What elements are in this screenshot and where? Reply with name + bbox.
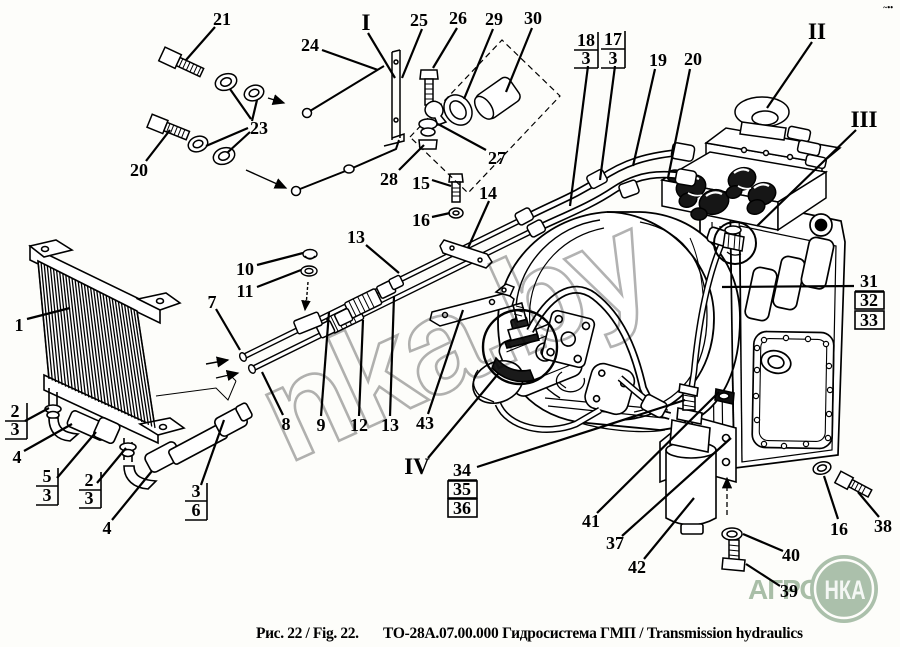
svg-text:32: 32 bbox=[860, 290, 878, 310]
svg-text:2: 2 bbox=[11, 401, 20, 421]
svg-text:9: 9 bbox=[317, 415, 326, 435]
svg-text:29: 29 bbox=[485, 9, 503, 29]
svg-text:16: 16 bbox=[412, 210, 430, 230]
svg-text:31: 31 bbox=[860, 271, 878, 291]
svg-text:17: 17 bbox=[604, 29, 622, 49]
svg-text:35: 35 bbox=[453, 479, 471, 499]
svg-text:39: 39 bbox=[780, 581, 798, 601]
svg-text:23: 23 bbox=[250, 118, 268, 138]
svg-text:20: 20 bbox=[130, 160, 148, 180]
svg-text:5: 5 bbox=[43, 466, 52, 486]
svg-text:26: 26 bbox=[449, 8, 467, 28]
svg-text:3: 3 bbox=[11, 419, 20, 439]
svg-text:42: 42 bbox=[628, 557, 646, 577]
svg-text:13: 13 bbox=[381, 415, 399, 435]
svg-text:4: 4 bbox=[103, 518, 112, 538]
svg-text:12: 12 bbox=[350, 415, 368, 435]
svg-text:30: 30 bbox=[524, 8, 542, 28]
svg-text:37: 37 bbox=[606, 533, 624, 553]
svg-text:24: 24 bbox=[301, 35, 319, 55]
svg-text:14: 14 bbox=[479, 183, 497, 203]
svg-text:III: III bbox=[851, 107, 878, 132]
svg-text:ТО-28А.07.00.000 Гидросистема: ТО-28А.07.00.000 Гидросистема ГМП / Tran… bbox=[383, 625, 803, 642]
svg-text:16: 16 bbox=[830, 519, 848, 539]
svg-text:2: 2 bbox=[85, 470, 94, 490]
svg-text:~••: ~•• bbox=[883, 3, 893, 12]
svg-text:34: 34 bbox=[453, 460, 471, 480]
svg-text:6: 6 bbox=[192, 500, 201, 520]
svg-text:13: 13 bbox=[347, 227, 365, 247]
svg-text:4: 4 bbox=[13, 447, 22, 467]
svg-text:3: 3 bbox=[85, 488, 94, 508]
svg-text:33: 33 bbox=[860, 310, 878, 330]
svg-text:19: 19 bbox=[649, 50, 667, 70]
svg-text:43: 43 bbox=[416, 413, 434, 433]
svg-text:8: 8 bbox=[282, 414, 291, 434]
svg-text:НКА: НКА bbox=[825, 575, 866, 605]
svg-text:IV: IV bbox=[404, 454, 430, 479]
svg-text:40: 40 bbox=[782, 545, 800, 565]
svg-text:11: 11 bbox=[236, 281, 253, 301]
svg-text:7: 7 bbox=[208, 292, 217, 312]
svg-text:3: 3 bbox=[582, 48, 591, 68]
svg-text:38: 38 bbox=[874, 516, 892, 536]
svg-text:3: 3 bbox=[43, 485, 52, 505]
svg-text:20: 20 bbox=[684, 49, 702, 69]
svg-text:36: 36 bbox=[453, 498, 471, 518]
svg-text:18: 18 bbox=[577, 30, 595, 50]
svg-text:27: 27 bbox=[488, 148, 506, 168]
svg-text:3: 3 bbox=[192, 481, 201, 501]
svg-text:28: 28 bbox=[380, 169, 398, 189]
svg-text:21: 21 bbox=[213, 9, 231, 29]
svg-text:АГРО: АГРО bbox=[748, 574, 820, 605]
svg-text:41: 41 bbox=[582, 511, 600, 531]
svg-text:10: 10 bbox=[236, 259, 254, 279]
svg-text:15: 15 bbox=[412, 173, 430, 193]
svg-text:3: 3 bbox=[609, 48, 618, 68]
svg-text:25: 25 bbox=[410, 10, 428, 30]
svg-text:II: II bbox=[808, 19, 826, 44]
svg-text:nka.by: nka.by bbox=[237, 182, 673, 490]
svg-text:Рис. 22 / Fig. 22.: Рис. 22 / Fig. 22. bbox=[256, 625, 359, 642]
svg-text:1: 1 bbox=[15, 315, 24, 335]
svg-text:I: I bbox=[362, 10, 371, 35]
